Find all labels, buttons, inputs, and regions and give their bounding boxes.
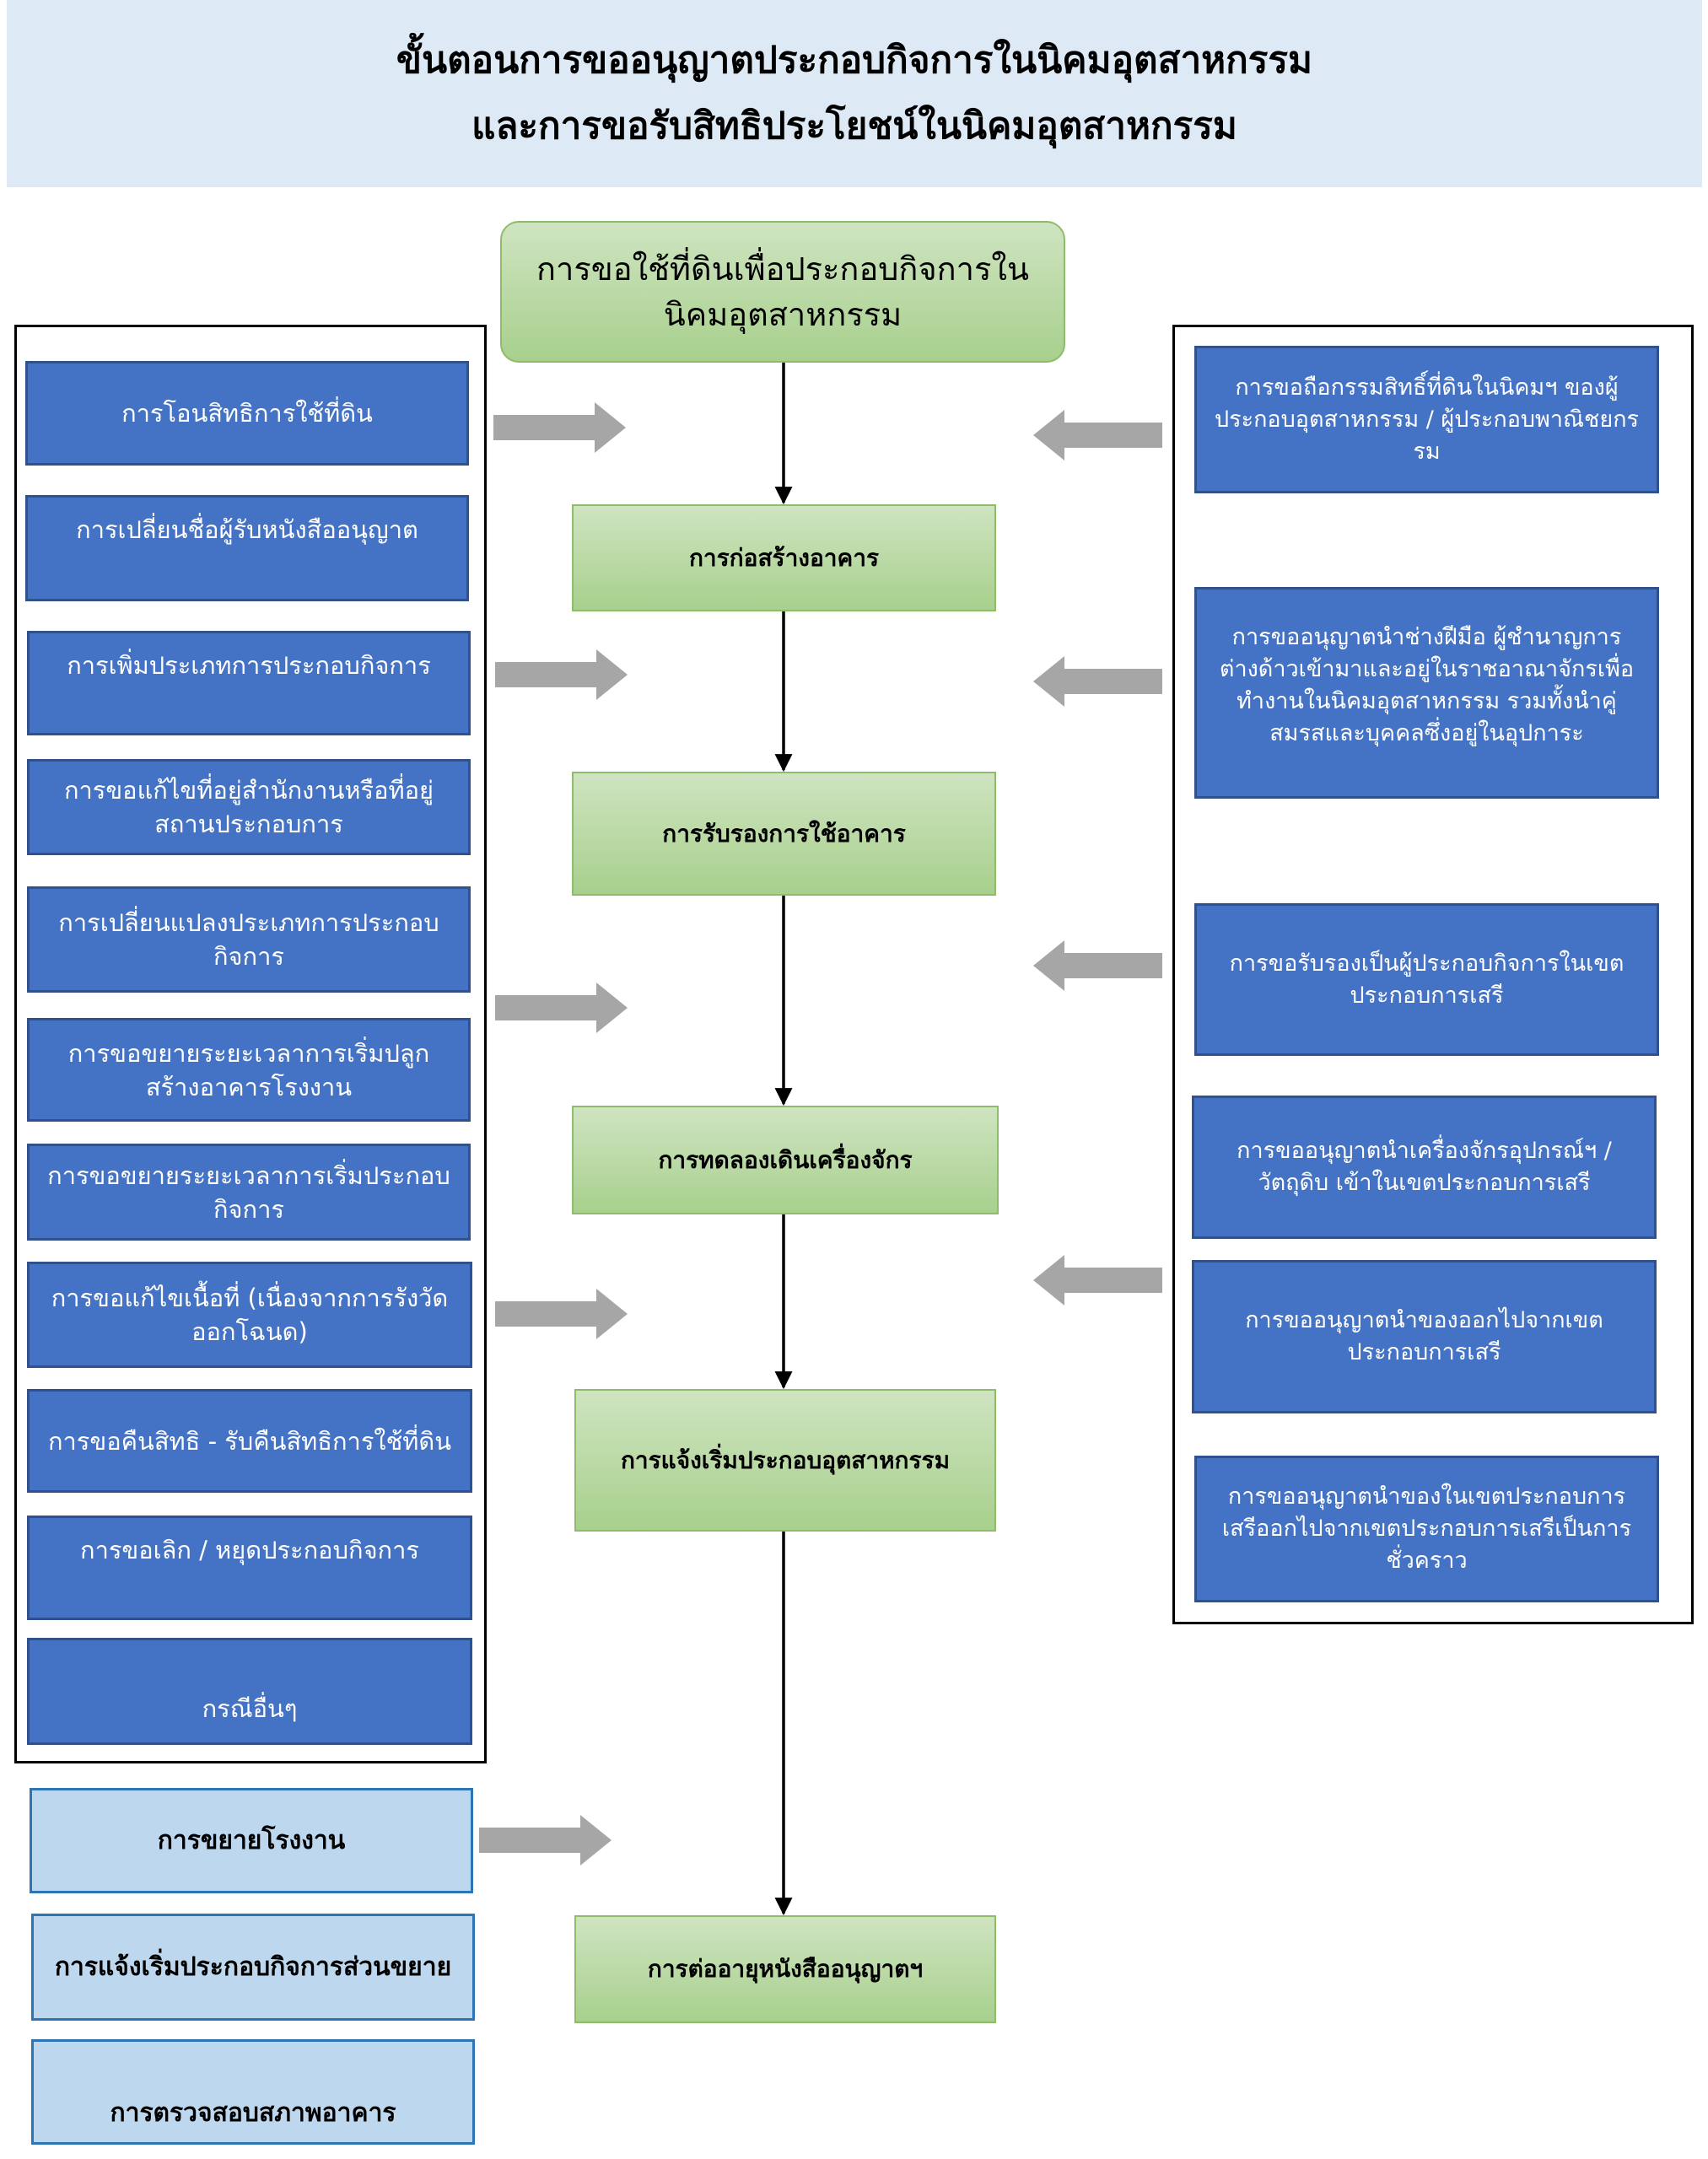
title-banner: ขั้นตอนการขออนุญาตประกอบกิจการในนิคมอุตส… — [7, 0, 1702, 187]
left-item-label: การเปลี่ยนชื่อผู้รับหนังสืออนุญาต — [76, 515, 418, 544]
gray-arrow-right-1 — [493, 402, 626, 453]
title-line-1: ขั้นตอนการขออนุญาตประกอบกิจการในนิคมอุตส… — [396, 39, 1313, 82]
right-item-label: การขออนุญาตนำเครื่องจักรอุปกรณ์ฯ / วัตถุ… — [1237, 1138, 1612, 1196]
left-item-label: การขอขยายระยะเวลาการเริ่มประกอบกิจการ — [47, 1160, 450, 1224]
gray-arrow-right-2 — [495, 649, 628, 700]
right-item-4: การขออนุญาตนำเครื่องจักรอุปกรณ์ฯ / วัตถุ… — [1192, 1096, 1657, 1239]
flow-step-label: การรับรองการใช้อาคาร — [662, 819, 906, 848]
bottom-left-item-3: การตรวจสอบสภาพอาคาร — [31, 2039, 475, 2145]
left-item-label: กรณีอื่นๆ — [202, 1694, 298, 1723]
gray-arrow-right-3 — [495, 983, 628, 1033]
flow-step-label: การแจ้งเริ่มประกอบอุตสาหกรรม — [620, 1446, 951, 1474]
flow-step-1: การก่อสร้างอาคาร — [572, 504, 996, 611]
left-item-4: การขอแก้ไขที่อยู่สำนักงานหรือที่อยู่สถาน… — [27, 759, 471, 855]
bottom-left-item-1: การขยายโรงงาน — [30, 1788, 473, 1893]
right-item-2: การขออนุญาตนำช่างฝีมือ ผู้ชำนาญการต่างด้… — [1194, 587, 1659, 799]
gray-arrow-right-4 — [495, 1289, 628, 1339]
bottom-left-item-label: การตรวจสอบสภาพอาคาร — [110, 2097, 396, 2128]
left-item-label: การโอนสิทธิการใช้ที่ดิน — [121, 399, 373, 428]
bottom-left-item-2: การแจ้งเริ่มประกอบกิจการส่วนขยาย — [31, 1914, 475, 2021]
right-item-label: การขอรับรองเป็นผู้ประกอบกิจการในเขตประกอ… — [1229, 950, 1624, 1009]
gray-arrow-left-3 — [1033, 940, 1162, 991]
left-item-label: การขอคืนสิทธิ - รับคืนสิทธิการใช้ที่ดิน — [47, 1426, 452, 1456]
left-item-5: การเปลี่ยนแปลงประเภทการประกอบกิจการ — [27, 886, 471, 993]
right-item-label: การขอถือกรรมสิทธิ์ที่ดินในนิคมฯ ของผู้ปร… — [1214, 374, 1640, 465]
flow-step-5: การต่ออายุหนังสืออนุญาตฯ — [574, 1915, 996, 2023]
left-item-label: การขอขยายระยะเวลาการเริ่มปลูกสร้างอาคารโ… — [67, 1038, 430, 1101]
left-item-1: การโอนสิทธิการใช้ที่ดิน — [25, 361, 469, 466]
left-item-7: การขอขยายระยะเวลาการเริ่มประกอบกิจการ — [27, 1144, 471, 1241]
left-item-9: การขอคืนสิทธิ - รับคืนสิทธิการใช้ที่ดิน — [27, 1389, 472, 1493]
right-item-5: การขออนุญาตนำของออกไปจากเขตประกอบการเสรี — [1192, 1260, 1657, 1413]
flow-step-3: การทดลองเดินเครื่องจักร — [572, 1106, 999, 1214]
bottom-left-item-label: การแจ้งเริ่มประกอบกิจการส่วนขยาย — [54, 1952, 452, 1982]
right-item-1: การขอถือกรรมสิทธิ์ที่ดินในนิคมฯ ของผู้ปร… — [1194, 346, 1659, 493]
gray-arrow-left-2 — [1033, 656, 1162, 707]
right-item-6: การขออนุญาตนำของในเขตประกอบการเสรีออกไปจ… — [1194, 1456, 1659, 1602]
flow-step-2: การรับรองการใช้อาคาร — [572, 772, 996, 896]
left-item-label: การเพิ่มประเภทการประกอบกิจการ — [67, 651, 431, 680]
flow-step-label: การก่อสร้างอาคาร — [688, 543, 880, 572]
right-items-frame — [1172, 325, 1694, 1624]
flow-step-label: การทดลองเดินเครื่องจักร — [658, 1145, 913, 1174]
right-item-3: การขอรับรองเป็นผู้ประกอบกิจการในเขตประกอ… — [1194, 903, 1659, 1056]
right-item-label: การขออนุญาตนำของออกไปจากเขตประกอบการเสรี — [1245, 1307, 1603, 1365]
left-item-3: การเพิ่มประเภทการประกอบกิจการ — [27, 631, 471, 735]
left-item-label: การขอเลิก / หยุดประกอบกิจการ — [80, 1536, 419, 1564]
start-box: การขอใช้ที่ดินเพื่อประกอบกิจการในนิคมอุต… — [500, 221, 1065, 363]
left-item-label: การเปลี่ยนแปลงประเภทการประกอบกิจการ — [58, 908, 439, 971]
left-item-label: การขอแก้ไขที่อยู่สำนักงานหรือที่อยู่สถาน… — [63, 776, 434, 838]
left-item-8: การขอแก้ไขเนื้อที่ (เนื่องจากการรังวัดออ… — [27, 1262, 472, 1368]
right-item-label: การขออนุญาตนำของในเขตประกอบการเสรีออกไปจ… — [1221, 1483, 1632, 1574]
title-line-2: และการขอรับสิทธิประโยชน์ในนิคมอุตสาหกรรม — [471, 105, 1237, 148]
left-item-11: กรณีอื่นๆ — [27, 1638, 472, 1745]
start-label: การขอใช้ที่ดินเพื่อประกอบกิจการในนิคมอุต… — [536, 250, 1029, 333]
gray-arrow-left-4 — [1033, 1255, 1162, 1306]
gray-arrow-left-1 — [1033, 410, 1162, 460]
left-items-frame — [14, 325, 487, 1763]
left-item-2: การเปลี่ยนชื่อผู้รับหนังสืออนุญาต — [25, 495, 469, 601]
left-item-10: การขอเลิก / หยุดประกอบกิจการ — [27, 1516, 472, 1620]
flow-step-label: การต่ออายุหนังสืออนุญาตฯ — [647, 1955, 924, 1983]
left-item-6: การขอขยายระยะเวลาการเริ่มปลูกสร้างอาคารโ… — [27, 1018, 471, 1122]
right-item-label: การขออนุญาตนำช่างฝีมือ ผู้ชำนาญการต่างด้… — [1219, 624, 1635, 746]
gray-arrow-right-5 — [479, 1815, 612, 1866]
bottom-left-item-label: การขยายโรงงาน — [157, 1825, 346, 1855]
flow-step-4: การแจ้งเริ่มประกอบอุตสาหกรรม — [574, 1389, 996, 1532]
left-item-label: การขอแก้ไขเนื้อที่ (เนื่องจากการรังวัดออ… — [51, 1284, 449, 1346]
